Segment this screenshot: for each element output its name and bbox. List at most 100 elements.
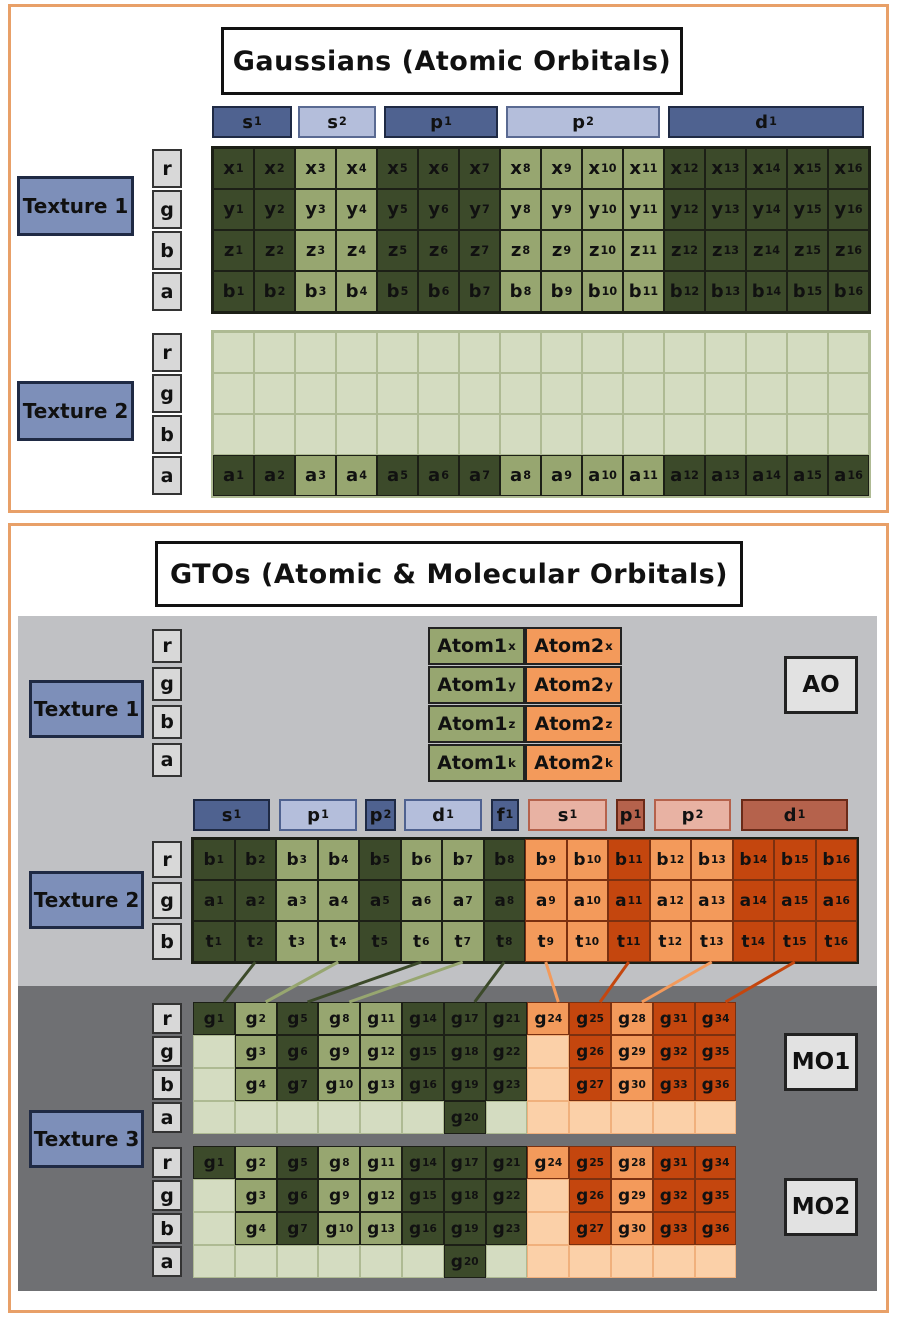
- mo-empty-cell: [527, 1101, 570, 1134]
- channel-a: a: [152, 1102, 182, 1133]
- empty-cell: [254, 373, 295, 414]
- mo-empty-cell: [527, 1068, 570, 1101]
- mo-empty-cell: [652, 1101, 695, 1134]
- channel-g: g: [152, 667, 182, 701]
- channel-g: g: [152, 374, 182, 413]
- mo-empty-cell: [193, 1212, 235, 1245]
- empty-cell: [623, 332, 664, 373]
- mo-empty-cell: [360, 1101, 402, 1134]
- empty-cell: [500, 332, 541, 373]
- empty-cell: [459, 332, 500, 373]
- empty-cell: [254, 414, 295, 455]
- texture2-label: Texture 2: [17, 381, 134, 441]
- mo-empty-cell: [485, 1101, 528, 1134]
- empty-cell: [213, 332, 254, 373]
- empty-cell: [459, 373, 500, 414]
- empty-cell: [664, 332, 705, 373]
- channel-a: a: [152, 743, 182, 777]
- channel-r: r: [152, 1003, 182, 1034]
- mo-empty-cell: [234, 1245, 277, 1278]
- empty-cell: [295, 373, 336, 414]
- empty-cell: [664, 414, 705, 455]
- empty-cell: [213, 373, 254, 414]
- mo-empty-cell: [234, 1101, 277, 1134]
- mo-empty-cell: [527, 1212, 570, 1245]
- empty-cell: [787, 373, 828, 414]
- empty-cell: [500, 414, 541, 455]
- empty-cell: [582, 414, 623, 455]
- channel-r: r: [152, 149, 182, 188]
- empty-cell: [541, 373, 582, 414]
- p2-texture3-label: Texture 3: [29, 1110, 144, 1168]
- channel-b: b: [152, 705, 182, 739]
- mo-empty-cell: [318, 1245, 361, 1278]
